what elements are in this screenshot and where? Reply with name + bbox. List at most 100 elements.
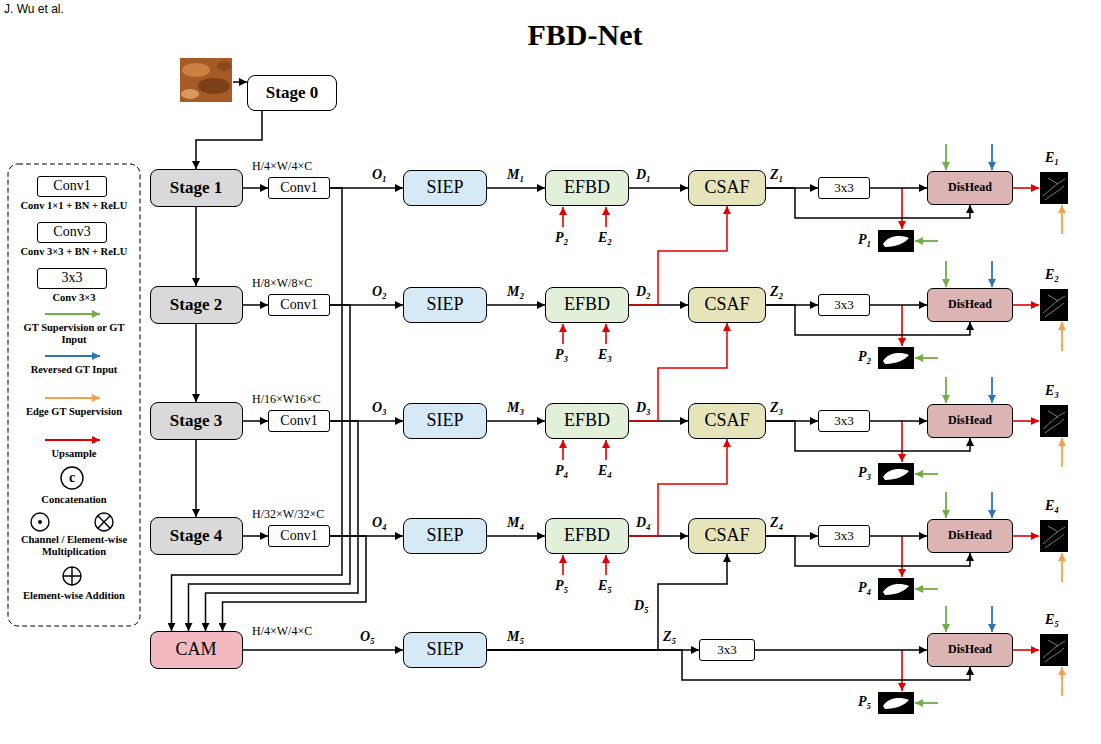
output-name: P₁ [858,232,871,248]
dimension-label: H/32×W/32×C [252,508,324,522]
row-outputs [878,377,1068,485]
input-signal: E₄ [598,463,612,479]
input-arrow [233,81,247,83]
input-photo [181,89,199,99]
conv3x3-box: 3x3 [818,177,870,199]
efbd-module: EFBD [545,403,629,439]
signal-name: Z₂ [770,284,783,300]
times-symbol [95,513,113,531]
node-text: DisHead [948,643,992,656]
legend-sample-box: 3x3 [37,268,107,289]
efbd-module: EFBD [545,518,629,554]
flow-connector [870,304,927,306]
signal-name: D₅ [634,598,649,614]
efbd-module: EFBD [545,287,629,323]
signal-name: M₁ [507,167,524,183]
node-text: Stage 1 [170,179,222,198]
legend-text: Edge GT Supervision [12,406,136,418]
dishead-module: DisHead [927,519,1013,553]
signal-name: M₄ [507,515,524,531]
csaf-module: CSAF [688,403,766,439]
siep-module: SIEP [403,287,487,323]
plus-symbol [63,567,81,585]
input-photo [198,78,230,94]
signal-name: Z₁ [770,167,783,183]
output-name: E₁ [1045,150,1059,166]
node-text: DisHead [948,298,992,311]
signal-name: M₂ [507,284,524,300]
row-outputs [878,492,1068,600]
node-text: Conv1 [53,178,90,193]
dishead-module: DisHead [927,404,1013,438]
csaf-module: CSAF [688,170,766,206]
legend-sample-box: Conv3 [37,222,107,243]
legend-upsample-arrow [45,439,100,441]
row-outputs [878,144,1068,252]
legend-text: Conv 1×1 + BN + ReLU [12,200,136,212]
flow-connector [243,420,269,422]
node-text: SIEP [426,411,463,431]
conv3x3-box: 3x3 [818,525,870,547]
legend-text: Element-wise Addition [12,590,136,602]
signal-name: O₃ [372,400,387,416]
efbd-inputs [563,207,606,227]
legend-text: Conv 3×3 [12,292,136,304]
row-outputs [878,261,1068,369]
flow-connector [487,420,545,422]
node-text: c [69,470,75,485]
stage-box: Stage 4 [150,517,243,555]
legend-text: GT Supervision or GT Input [12,322,136,346]
conv-box: Conv1 [268,525,330,547]
efbd-inputs [563,440,606,460]
signal-name: M₃ [507,400,524,416]
node-text: 3x3 [717,643,737,657]
dimension-label: H/4×W/4×C [252,160,312,174]
node-text: 3x3 [834,529,854,543]
input-signal: P₅ [555,578,568,594]
stage-box: Stage 1 [150,169,243,207]
signal-name: D₃ [636,400,651,416]
dimension-label: H/8×W/8×C [252,277,312,291]
node-text: CSAF [704,178,749,198]
node-text: Stage 4 [170,527,222,546]
node-text: 3x3 [834,414,854,428]
stage-box: Stage 2 [150,286,243,324]
siep-module: SIEP [403,632,487,668]
output-name: P₄ [858,580,871,596]
output-name: P₃ [858,465,871,481]
legend-text: Conv 3×3 + BN + ReLU [12,246,136,258]
node-text: EFBD [564,178,610,198]
flow-connector [629,187,688,189]
node-text: EFBD [564,411,610,431]
flow-connector [870,187,927,189]
flow-connector [189,305,351,631]
node-text: Conv1 [280,528,317,543]
siep-module: SIEP [403,518,487,554]
node-text: SIEP [426,526,463,546]
node-text: SIEP [426,640,463,660]
csaf-module: CSAF [688,518,766,554]
csaf-module: CSAF [688,287,766,323]
input-signal: E₂ [598,230,612,246]
input-photo [182,63,210,77]
signal-name: D₂ [636,284,651,300]
node-text: Stage 0 [266,84,318,103]
node-text: DisHead [948,414,992,427]
signal-name: O₁ [372,167,387,183]
signal-name: D₁ [636,167,651,183]
row-outputs [878,606,1068,714]
conv3x3-box: 3x3 [818,410,870,432]
signal-name: O₄ [372,515,387,531]
legend-gt-arrow [45,313,100,315]
legend-text: Channel / Element-wise Multiplication [12,534,136,558]
output-name: E₂ [1045,267,1059,283]
node-text: Conv1 [280,413,317,428]
node-text: EFBD [564,526,610,546]
legend-text: Upsample [12,448,136,460]
output-name: P₂ [858,349,871,365]
node-text: CSAF [704,295,749,315]
node-text: EFBD [564,295,610,315]
node-text: Conv3 [53,224,90,239]
dot-symbol [38,520,42,524]
